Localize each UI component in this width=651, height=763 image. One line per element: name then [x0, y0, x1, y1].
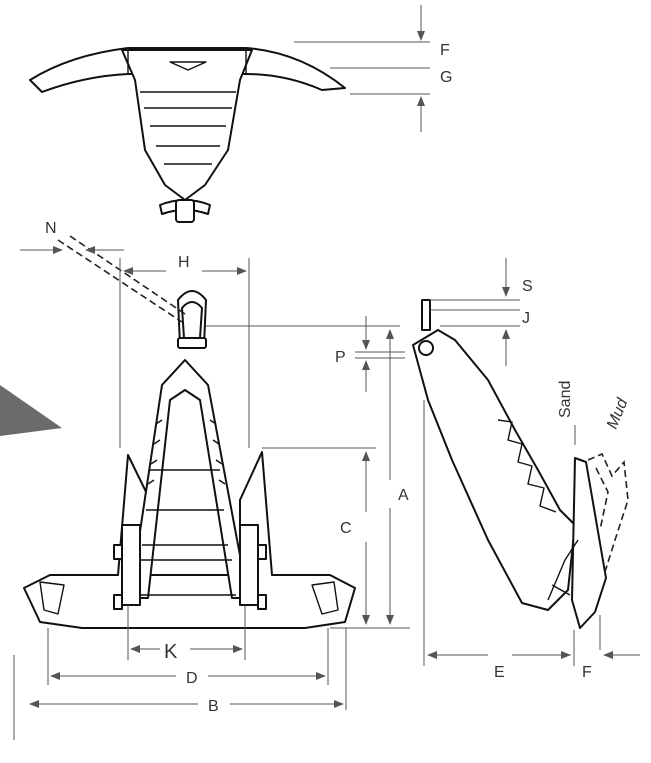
label-c: C — [340, 520, 352, 537]
label-e: E — [494, 664, 505, 681]
gray-arrow-shape — [0, 385, 62, 436]
anchor-front-view — [23, 290, 356, 629]
label-s: S — [522, 278, 533, 295]
top-view-dimensions — [294, 5, 430, 132]
dimension-h — [119, 258, 250, 448]
label-j: J — [522, 310, 530, 327]
label-b: B — [208, 698, 219, 715]
side-view-dimensions — [355, 258, 640, 666]
label-f-top: F — [440, 42, 450, 59]
label-h: H — [178, 254, 190, 271]
label-mud: Mud — [604, 395, 632, 431]
label-k: K — [164, 641, 178, 663]
label-sand: Sand — [557, 381, 574, 418]
label-n: N — [45, 220, 57, 237]
label-d: D — [186, 670, 198, 687]
label-p: P — [335, 349, 346, 366]
label-a: A — [398, 487, 409, 504]
label-g: G — [440, 69, 452, 86]
dimension-k-d-b — [13, 605, 347, 740]
anchor-top-view — [29, 47, 346, 223]
n-angle-indicator — [20, 235, 189, 323]
anchor-side-view — [412, 299, 629, 629]
label-f-side: F — [582, 664, 592, 681]
dimension-c-a — [206, 325, 410, 629]
